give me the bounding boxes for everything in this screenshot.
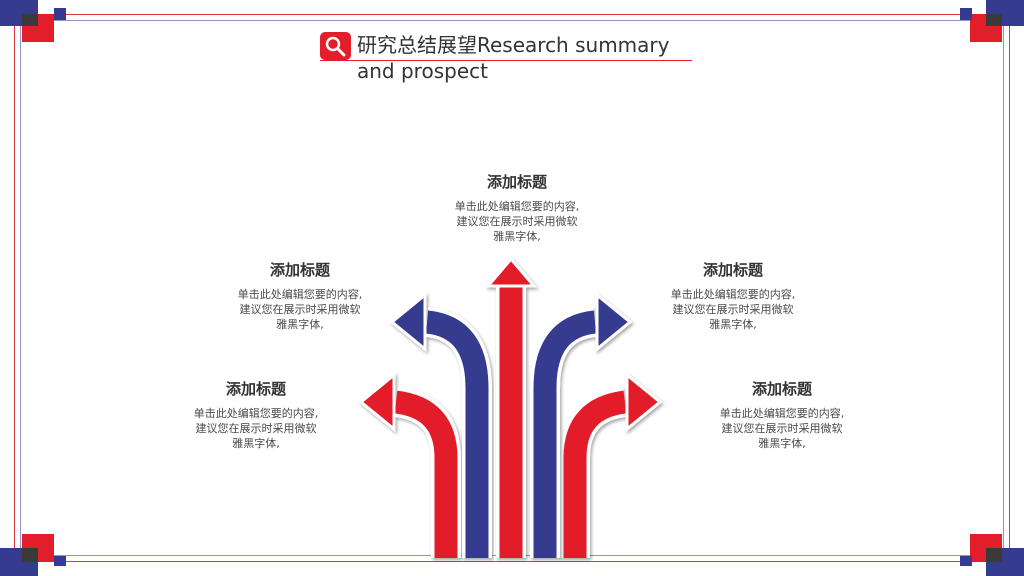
text-block-upper-right: 添加标题 单击此处编辑您要的内容, 建议您在展示时采用微软 雅黑字体,: [633, 260, 833, 332]
block-line: 雅黑字体,: [709, 318, 757, 331]
corner-bottom-right-accent: [960, 556, 972, 566]
block-line: 雅黑字体,: [276, 318, 324, 331]
block-line: 雅黑字体,: [493, 230, 541, 243]
block-line: 建议您在展示时采用微软: [672, 303, 794, 316]
corner-top-right-accent: [960, 8, 972, 20]
text-block-upper-left: 添加标题 单击此处编辑您要的内容, 建议您在展示时采用微软 雅黑字体,: [200, 260, 400, 332]
corner-top-left-dark: [22, 14, 38, 26]
arrow-center: [484, 256, 538, 558]
block-line: 建议您在展示时采用微软: [195, 422, 317, 435]
block-line: 雅黑字体,: [758, 437, 806, 450]
arrow-inner-left: [389, 291, 492, 558]
block-line: 建议您在展示时采用微软: [239, 303, 361, 316]
outer-border: [14, 14, 1010, 562]
block-line: 单击此处编辑您要的内容,: [670, 288, 796, 301]
corner-top-right-dark: [986, 14, 1002, 26]
text-block-lower-left: 添加标题 单击此处编辑您要的内容, 建议您在展示时采用微软 雅黑字体,: [156, 379, 356, 451]
block-title: 添加标题: [486, 173, 547, 191]
corner-bottom-left-dark: [22, 548, 38, 562]
block-title: 添加标题: [751, 380, 812, 398]
title-underline: [320, 60, 692, 61]
block-line: 单击此处编辑您要的内容,: [237, 288, 363, 301]
block-line: 建议您在展示时采用微软: [721, 422, 843, 435]
corner-top-left-accent: [54, 8, 66, 20]
text-block-top: 添加标题 单击此处编辑您要的内容, 建议您在展示时采用微软 雅黑字体,: [417, 172, 617, 244]
corner-bottom-right-dark: [986, 548, 1002, 562]
slide-title: 研究总结展望Research summary and prospect: [357, 33, 670, 83]
block-line: 单击此处编辑您要的内容,: [719, 407, 845, 420]
arrow-inner-right: [530, 291, 633, 558]
block-line: 建议您在展示时采用微软: [456, 215, 578, 228]
block-title: 添加标题: [702, 261, 763, 279]
block-line: 雅黑字体,: [232, 437, 280, 450]
block-line: 单击此处编辑您要的内容,: [454, 200, 580, 213]
block-title: 添加标题: [225, 380, 286, 398]
search-icon: [320, 32, 351, 60]
block-line: 单击此处编辑您要的内容,: [193, 407, 319, 420]
text-block-lower-right: 添加标题 单击此处编辑您要的内容, 建议您在展示时采用微软 雅黑字体,: [682, 379, 882, 451]
corner-bottom-left-accent: [54, 556, 66, 566]
arrow-outer-left: [358, 371, 461, 558]
arrow-outer-right: [560, 371, 663, 558]
block-title: 添加标题: [269, 261, 330, 279]
